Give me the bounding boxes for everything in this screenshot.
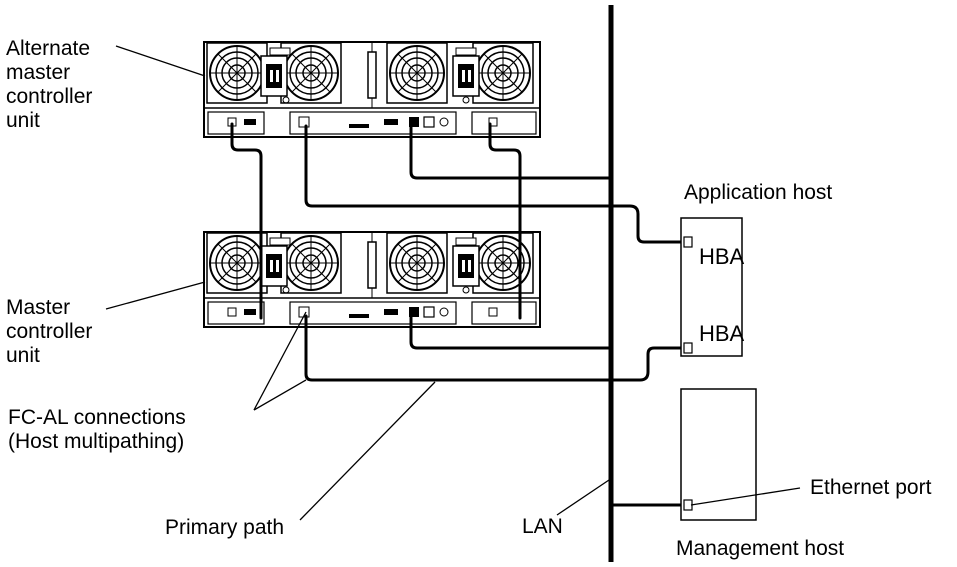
label-line: FC-AL connections [8,406,186,429]
label-ethernet-port: Ethernet port [810,476,932,499]
label-management-host: Management host [676,537,845,560]
fc-loop-cable-left [230,122,263,320]
label-line: (Host multipathing) [8,430,185,453]
label-hba-bottom: HBA [699,321,745,346]
label-master-controller-unit: Master controller unit [6,296,92,368]
master-controller-unit [204,232,540,327]
alt-master-ethernet-cable [409,122,613,180]
label-line: controller [6,85,93,108]
label-hba-top: HBA [699,244,745,269]
fc-loop-cable-right [488,122,522,320]
label-alternate-master-controller-unit: Alternate master controller unit [6,37,92,133]
master-ethernet-cable [409,312,613,350]
label-line: master [6,61,71,84]
label-lan: LAN [522,515,563,538]
leader-ethernet-port [690,487,801,506]
leader-fcal-2 [253,379,307,411]
ethernet-port [683,499,693,511]
leader-primary-path [299,381,436,521]
application-host-box [680,217,743,357]
leader-master [105,281,206,310]
leader-fcal-1 [253,311,307,411]
hba-port-bottom [683,342,693,354]
label-application-host: Application host [684,181,833,204]
label-line: unit [6,344,40,367]
label-line: unit [6,109,40,132]
leader-lan [556,479,610,516]
hba-port-top [683,236,693,248]
label-fcal-connections: FC-AL connections (Host multipathing) [8,406,186,454]
leader-alternate-master [115,45,206,77]
label-line: Master [6,296,71,319]
alt-master-fc-cable [304,124,689,244]
label-primary-path: Primary path [165,516,285,539]
label-line: Alternate [6,37,91,60]
label-line: controller [6,320,93,343]
primary-path-cable [304,314,689,382]
management-host-box [680,388,757,521]
